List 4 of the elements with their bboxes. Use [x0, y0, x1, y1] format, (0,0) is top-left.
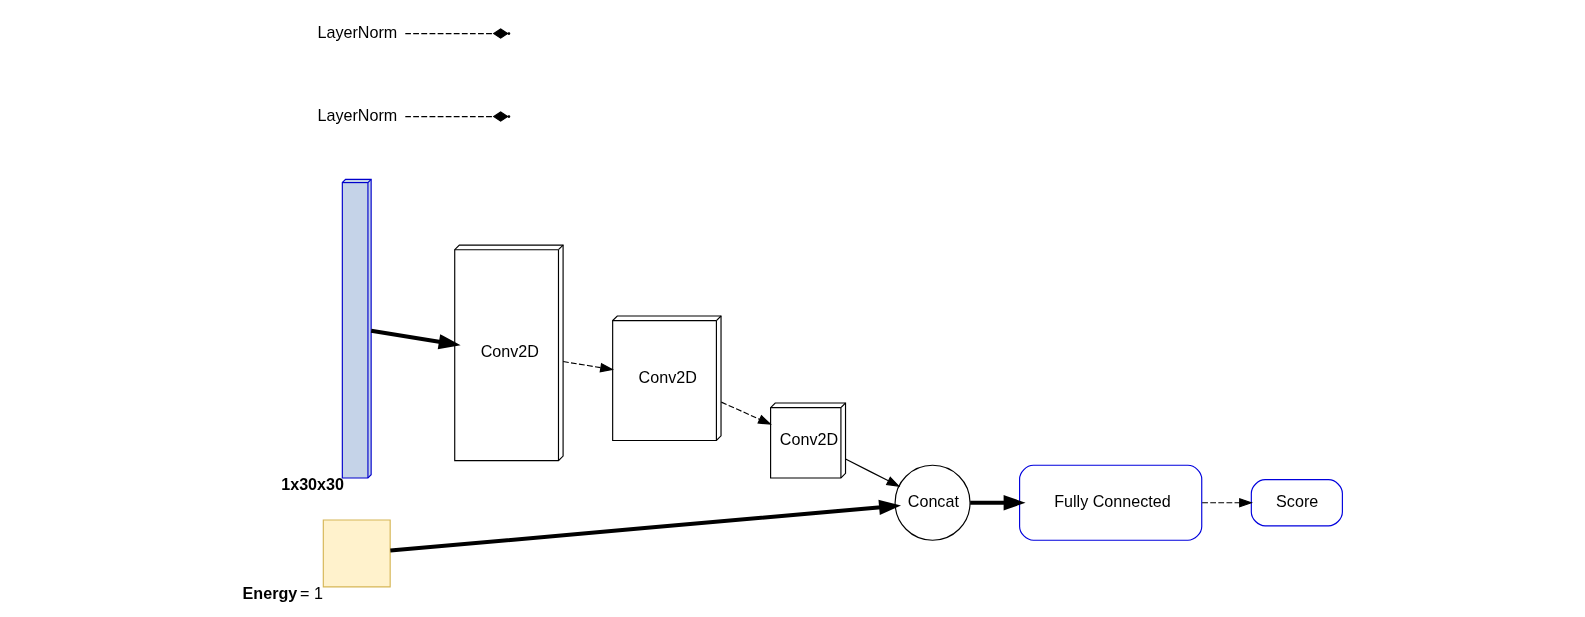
- node-label: Energy = 1: [242, 583, 323, 602]
- node-label: 1x30x30: [281, 474, 345, 493]
- node-text: LayerNorm: [317, 105, 398, 124]
- node-text: LayerNorm: [317, 22, 398, 41]
